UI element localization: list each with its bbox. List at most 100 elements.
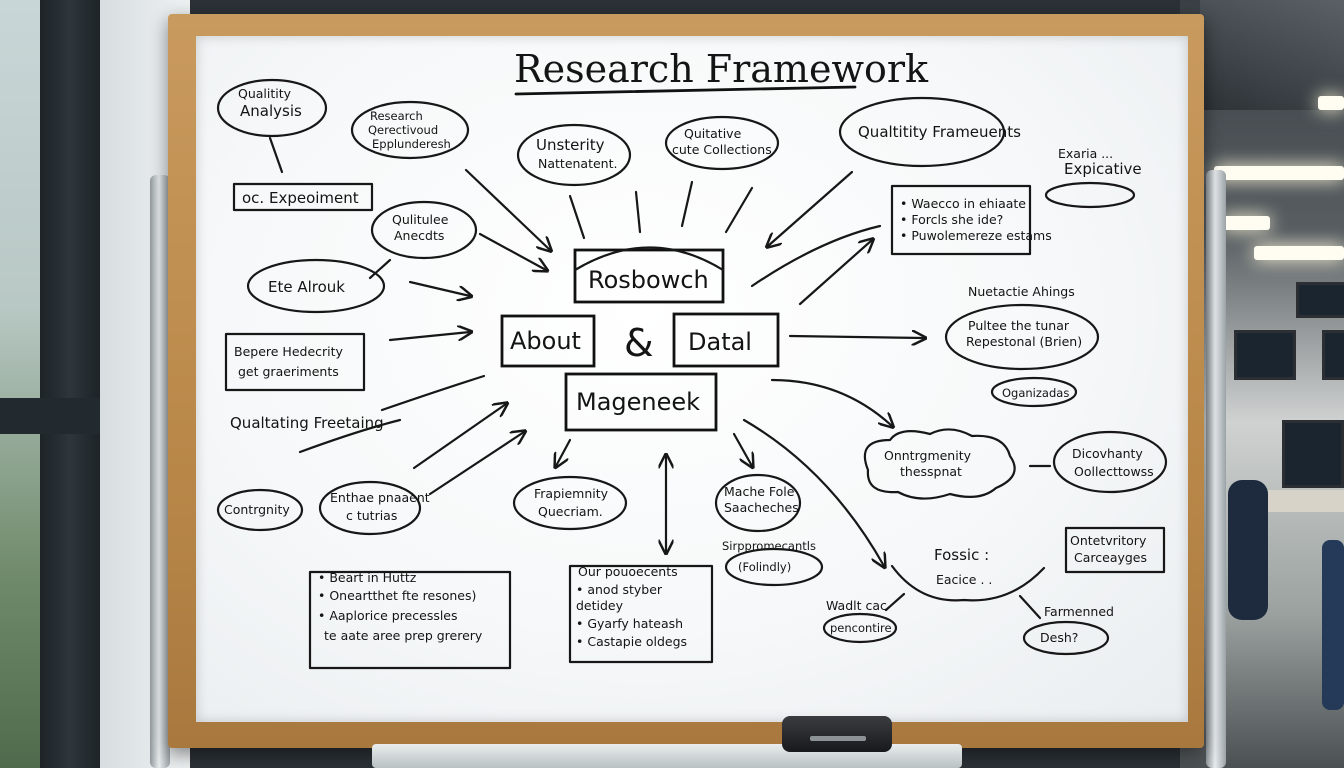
note-frapienmity-1: Frapiemnity — [534, 486, 609, 501]
experiment-box — [232, 182, 374, 212]
center-top-label: Rosbowch — [588, 266, 709, 294]
cloud-outline — [863, 428, 1016, 500]
ceiling-light — [1214, 166, 1344, 180]
note-experiment: oc. Expeoiment — [242, 189, 359, 207]
note-pultee-1: Pultee the tunar — [968, 318, 1070, 333]
center-right-label: Datal — [688, 328, 752, 356]
note-collections-2: cute Collections — [672, 142, 772, 157]
note-pultee-2: Repestonal (Brien) — [966, 334, 1082, 349]
connector — [268, 136, 284, 174]
eraser[interactable] — [782, 716, 892, 752]
center-box-left — [500, 314, 596, 368]
bubble-outline — [664, 115, 780, 171]
note-mid-4: • Gyarfy hateash — [576, 616, 683, 631]
bubble-outline — [1052, 430, 1168, 494]
methods-box — [890, 184, 1032, 256]
note-mid-3: detidey — [576, 598, 624, 613]
wall-monitor — [1296, 282, 1344, 318]
center-box-arc — [573, 246, 725, 272]
connector — [1018, 594, 1042, 620]
stand-pole-right — [1206, 170, 1226, 768]
note-left-4: te aate aree prep grerery — [324, 628, 483, 643]
note-walt-1: Wadlt cac — [826, 598, 887, 613]
bubble-outline — [350, 100, 470, 160]
note-collections-1: Quitative — [684, 126, 742, 141]
note-research-3: Epplunderesh — [372, 137, 451, 151]
note-aspects-1: Qulitulee — [392, 212, 449, 227]
center-bottom-label: Mageneek — [576, 388, 700, 416]
note-quality-frameworks: Qualtitity Frameuents — [858, 123, 1021, 141]
desk-monitor — [1282, 420, 1344, 488]
bubble-outline — [1044, 181, 1136, 209]
bubble-outline — [944, 303, 1100, 371]
note-experience-1: Bepere Hedecrity — [234, 344, 344, 359]
bubble-outline — [318, 480, 422, 536]
note-explicative-2: Expicative — [1064, 160, 1142, 178]
window-frame — [40, 0, 100, 768]
note-uncertainty-1: Unsterity — [536, 136, 605, 154]
note-explicative-1: Exaria ... — [1058, 146, 1113, 161]
note-farmenned-2: Desh? — [1040, 630, 1078, 645]
note-outstory-2: Carceayges — [1074, 550, 1147, 565]
ceiling-duct — [1200, 0, 1344, 110]
bubble-outline — [822, 612, 898, 644]
note-aspects-2: Anecdts — [394, 228, 444, 243]
note-discordant-2: Oollecttowss — [1074, 464, 1154, 479]
bubble-outline — [724, 547, 824, 587]
experience-box — [224, 332, 366, 392]
bubble-outline — [990, 376, 1078, 408]
center-box-right — [672, 312, 780, 368]
note-fossic-2: Eacice . . — [936, 572, 992, 587]
desk — [1250, 490, 1344, 512]
note-method-2: • Forcls she ide? — [900, 212, 1003, 227]
note-research-1: Research — [370, 109, 423, 123]
bubble-outline — [714, 473, 802, 533]
note-method-3: • Puwolemereze estams — [900, 228, 1052, 243]
note-left-1: • Beart in Huttz — [318, 570, 417, 585]
note-enthas-2: c tutrias — [346, 508, 397, 523]
note-continuity-1: Onntrgmenity — [884, 448, 972, 463]
note-organizados: Oganizadas — [1002, 386, 1069, 400]
ceiling-light — [1254, 246, 1344, 260]
arrows — [298, 168, 924, 566]
window-mullion — [0, 398, 110, 434]
note-method-1: • Waecco in ehiaate — [900, 196, 1026, 211]
mid-list-box — [568, 564, 714, 664]
note-left-3: • Aaplorice precessles — [318, 608, 458, 623]
person — [1322, 540, 1344, 710]
note-experience-2: get graeriments — [238, 364, 339, 379]
bubble-outline — [246, 258, 386, 314]
wall-monitor — [1234, 330, 1296, 380]
note-farmenned-1: Farmenned — [1044, 604, 1114, 619]
ampersand-glyph: & — [624, 321, 654, 365]
note-sirpp-2: (Folindly) — [738, 560, 791, 574]
title-underline — [514, 85, 857, 96]
office-chair — [1228, 480, 1268, 620]
bubble-outline — [216, 78, 328, 138]
note-nuetective: Nuetactie Ahings — [968, 284, 1075, 299]
bubble-outline — [1022, 620, 1110, 656]
center-box-top — [573, 248, 725, 304]
center-left-label: About — [510, 327, 581, 355]
note-walt-2: pencontire — [830, 621, 892, 635]
note-qualitating: Qualtating Freetaing — [230, 414, 384, 432]
bubble-outline — [370, 200, 478, 260]
bubble-outline — [216, 488, 304, 532]
left-list-box — [308, 570, 512, 670]
bubble-outline — [512, 475, 628, 531]
note-continuity-2: thesspnat — [900, 464, 962, 479]
note-mid-1: Our pouoecents — [578, 564, 678, 579]
ceiling-light — [1318, 96, 1344, 110]
wall-monitor — [1322, 330, 1344, 380]
note-uncertainty-2: Nattenatent. — [538, 156, 617, 171]
note-machine-1: Mache Fole — [724, 484, 795, 499]
connector — [884, 592, 906, 612]
bubble-outline — [838, 96, 1006, 168]
note-mid-2: • anod styber — [576, 582, 663, 597]
note-research-2: Qerectivoud — [368, 123, 438, 137]
eraser-label — [810, 736, 866, 741]
note-frapienmity-2: Quecriam. — [538, 504, 603, 519]
connector — [368, 258, 392, 280]
note-left-2: • Oneartthet fte resones) — [318, 588, 476, 603]
